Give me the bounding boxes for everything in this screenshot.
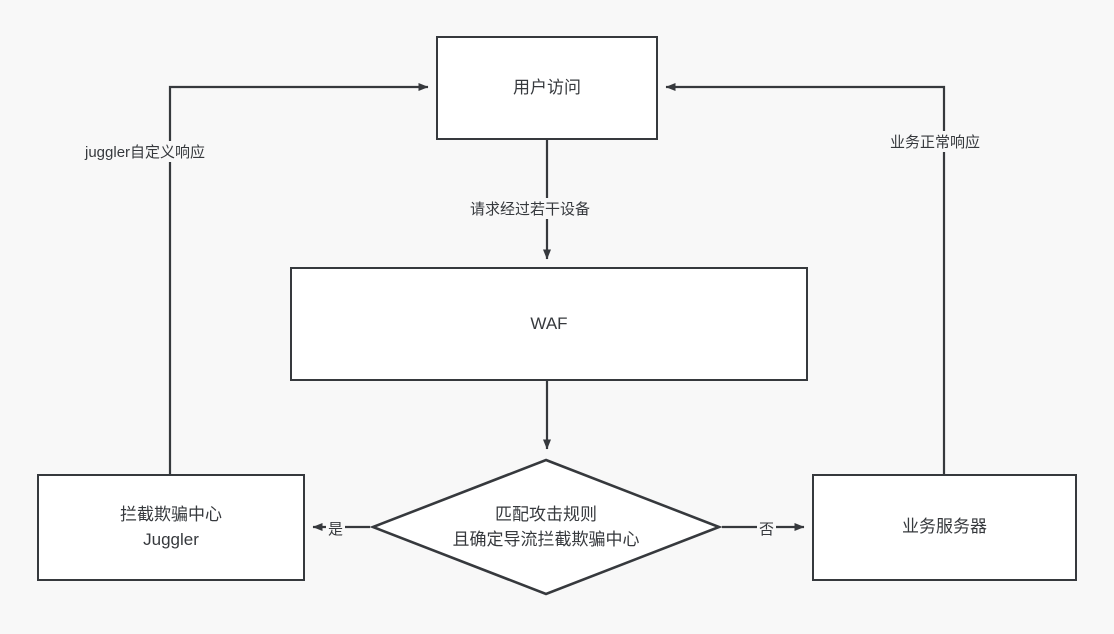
edge-label-no: 否	[757, 518, 777, 539]
edge-server-to-user	[665, 83, 946, 474]
node-decision[interactable]: 匹配攻击规则 且确定导流拦截欺骗中心	[370, 457, 722, 597]
node-juggler[interactable]: 拦截欺骗中心 Juggler	[37, 474, 305, 581]
node-decision-label: 匹配攻击规则 且确定导流拦截欺骗中心	[452, 504, 640, 550]
edge-juggler-to-user	[168, 83, 429, 474]
edge-label-normal-response: 业务正常响应	[888, 131, 983, 152]
node-waf[interactable]: WAF	[290, 267, 808, 381]
diamond-shape	[370, 458, 722, 596]
node-user-access[interactable]: 用户访问	[436, 36, 658, 140]
edge-label-juggler-response: juggler自定义响应	[83, 141, 208, 162]
edge-label-request-devices: 请求经过若干设备	[468, 198, 593, 219]
node-business-server[interactable]: 业务服务器	[812, 474, 1077, 581]
edge-label-yes: 是	[326, 518, 346, 539]
